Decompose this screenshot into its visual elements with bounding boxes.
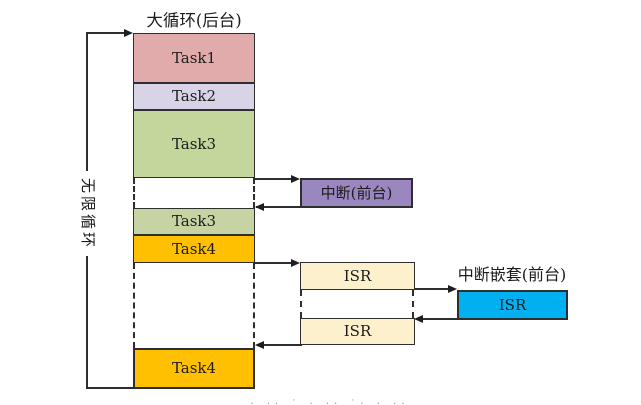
dashed-line — [300, 290, 302, 318]
loop-line-vertical-lower — [86, 256, 88, 389]
task-label: Task3 — [171, 212, 217, 230]
arrow-line-to-interrupt — [255, 178, 295, 180]
dashed-line — [133, 263, 135, 348]
loop-line-bottom — [86, 387, 133, 389]
interrupt-label: 中断(前台) — [320, 183, 393, 202]
task-box-task2: Task2 — [133, 83, 255, 110]
task-label: Task2 — [171, 87, 217, 105]
arrow-head-right-icon — [124, 29, 133, 37]
cropped-caption-fragment: · ·· ˙ · ·· ˙· · ·· — [250, 399, 410, 405]
isr-box-2: ISR — [300, 318, 415, 345]
isr-box-1: ISR — [300, 262, 415, 290]
arrow-line-to-isr1 — [255, 262, 295, 264]
isr-label: ISR — [343, 322, 372, 340]
task-box-task3-resume: Task3 — [133, 208, 255, 235]
dashed-line — [133, 178, 135, 208]
dashed-line — [253, 178, 255, 208]
arrow-head-left-icon — [255, 341, 264, 349]
task-label: Task3 — [171, 134, 217, 153]
infinite-loop-label: 无限循环 — [79, 177, 97, 250]
task-box-task4: Task4 — [133, 235, 255, 263]
isr-label: ISR — [343, 266, 372, 285]
nested-interrupt-title: 中断嵌套(前台) — [457, 265, 567, 284]
loop-line-top — [86, 32, 126, 34]
arrow-head-left-icon — [414, 315, 423, 323]
task-label: Task4 — [171, 239, 217, 258]
task-label: Task4 — [171, 359, 217, 377]
task-box-task4-resume: Task4 — [133, 348, 255, 389]
diagram-title: 大循环(后台) — [146, 11, 242, 30]
task-label: Task1 — [171, 48, 217, 67]
return-line-from-nested-isr — [416, 318, 457, 320]
nested-isr-box: ISR — [457, 290, 568, 320]
arrow-head-right-icon — [448, 285, 457, 293]
loop-line-vertical-upper — [86, 32, 88, 171]
isr-label: ISR — [498, 295, 527, 314]
interrupt-box: 中断(前台) — [300, 178, 413, 208]
arrow-head-right-icon — [291, 175, 300, 183]
dashed-line — [412, 290, 414, 318]
task-box-task3: Task3 — [133, 110, 255, 178]
arrow-head-left-icon — [255, 203, 264, 211]
dashed-line — [253, 263, 255, 348]
return-line-from-isr2 — [257, 344, 302, 346]
task-box-task1: Task1 — [133, 33, 255, 83]
arrow-head-right-icon — [291, 259, 300, 267]
arrow-line-to-nested-isr — [413, 288, 451, 290]
